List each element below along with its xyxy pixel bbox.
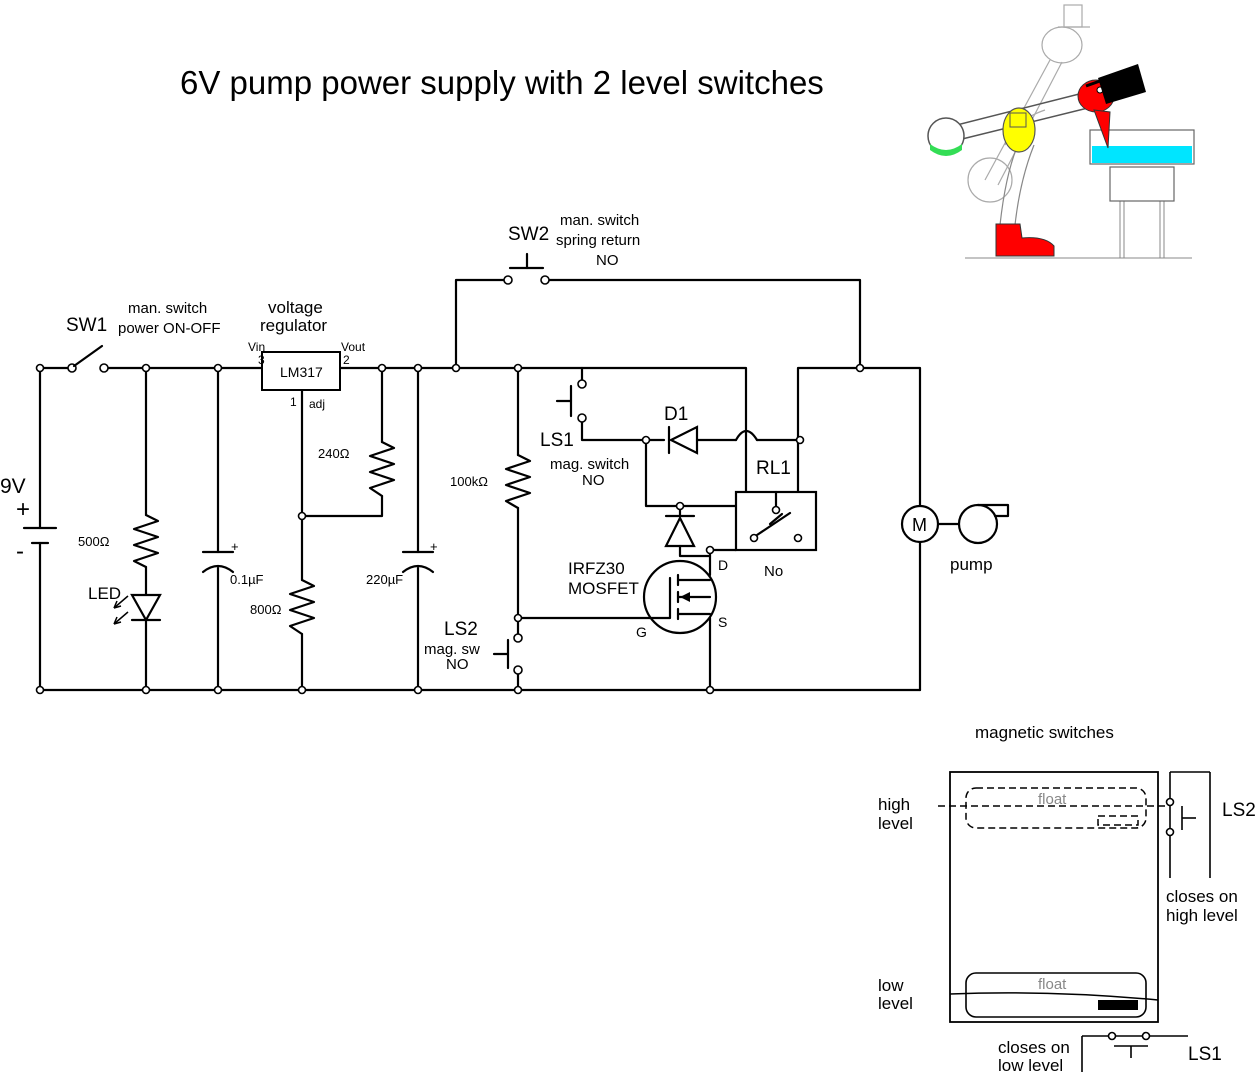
ls1-closes-1: closes on xyxy=(998,1038,1070,1057)
sw1-switch[interactable] xyxy=(67,344,109,373)
sw1-label: SW1 xyxy=(66,315,107,336)
ls1-desc-2: NO xyxy=(582,472,605,489)
lm317-part-label: LM317 xyxy=(280,364,323,380)
relay-label: RL1 xyxy=(756,458,791,479)
bird-hat xyxy=(1098,64,1146,104)
led-label: LED xyxy=(88,584,121,603)
mosfet-name-1: IRFZ30 xyxy=(568,559,625,578)
flyback-diode xyxy=(664,514,696,548)
c2-plus: + xyxy=(430,539,438,554)
pump-icon xyxy=(936,503,1010,545)
battery-plus-sign: + xyxy=(16,496,30,523)
vout-pin: 2 xyxy=(343,353,350,367)
motor-symbol: M xyxy=(912,515,927,535)
low-float-label: float xyxy=(1038,976,1067,993)
resistor-800 xyxy=(288,578,316,636)
capacitor-c1 xyxy=(201,550,235,574)
relay-rl1 xyxy=(734,490,818,552)
adj-pin: 1 xyxy=(290,395,297,409)
high-float-label: float xyxy=(1038,791,1067,808)
sw2-desc-3: NO xyxy=(596,252,619,269)
vin-label: Vin xyxy=(248,340,265,354)
high-level-label-2: level xyxy=(878,814,913,833)
ls2-desc-2: NO xyxy=(446,656,469,673)
mosfet-s-label: S xyxy=(718,614,727,630)
sw2-label: SW2 xyxy=(508,224,549,245)
resistor-100k xyxy=(504,453,532,510)
mosfet-irfz30 xyxy=(642,559,718,635)
capacitor-c2 xyxy=(401,550,435,574)
relay-type-label: No xyxy=(764,563,783,580)
resistor-800-label: 800Ω xyxy=(250,602,282,617)
junction-nodes xyxy=(35,363,865,695)
c1-plus: + xyxy=(231,539,239,554)
inset-title: magnetic switches xyxy=(975,723,1114,742)
drinking-bird-illustration xyxy=(927,4,1195,259)
wires xyxy=(38,278,922,692)
sw2-desc-1: man. switch xyxy=(560,212,639,229)
sw2-desc-2: spring return xyxy=(556,232,640,249)
low-level-label-2: level xyxy=(878,994,913,1013)
resistor-240 xyxy=(368,440,396,498)
diode-d1 xyxy=(667,425,699,455)
led-diode xyxy=(113,593,162,625)
c1-label: 0.1µF xyxy=(230,572,264,587)
diagram-title: 6V pump power supply with 2 level switch… xyxy=(180,64,824,101)
ls2-desc-1: mag. sw xyxy=(424,641,480,658)
ls1-reed-switch xyxy=(555,379,587,423)
sw2-pushbutton[interactable] xyxy=(503,252,550,285)
sw1-desc-2: power ON-OFF xyxy=(118,320,221,337)
water-fill xyxy=(1092,146,1192,163)
adj-label: adj xyxy=(309,397,325,411)
resistor-240-label: 240Ω xyxy=(318,446,350,461)
high-level-label-1: high xyxy=(878,795,910,814)
low-level-label-1: low xyxy=(878,976,904,995)
c2-label: 220µF xyxy=(366,572,403,587)
mosfet-g-label: G xyxy=(636,624,647,640)
mosfet-name-2: MOSFET xyxy=(568,579,639,598)
d1-label: D1 xyxy=(664,404,688,425)
magnetic-switches-inset xyxy=(938,771,1211,1072)
battery-voltage-label: 9V xyxy=(0,475,26,498)
ls2-reed-switch xyxy=(492,633,523,675)
ls2-label: LS2 xyxy=(444,619,478,640)
battery-9v xyxy=(22,526,58,545)
regulator-title-2: regulator xyxy=(260,316,327,335)
battery-minus-sign: - xyxy=(16,538,24,565)
sw1-desc-1: man. switch xyxy=(128,300,207,317)
inset-ls1-label: LS1 xyxy=(1188,1044,1222,1065)
ls2-closes-1: closes on xyxy=(1166,887,1238,906)
vout-label: Vout xyxy=(341,340,366,354)
regulator-title-1: voltage xyxy=(268,298,323,317)
lm317-regulator xyxy=(261,351,341,391)
inset-ls2-label: LS2 xyxy=(1222,800,1256,821)
mosfet-d-label: D xyxy=(718,557,728,573)
resistor-500-label: 500Ω xyxy=(78,534,110,549)
yellow-bulb xyxy=(1002,107,1036,153)
ls1-desc-1: mag. switch xyxy=(550,456,629,473)
ls1-closes-2: low level xyxy=(998,1056,1063,1075)
ls2-closes-2: high level xyxy=(1166,906,1238,925)
red-boot xyxy=(995,223,1055,257)
pump-label: pump xyxy=(950,555,993,574)
resistor-500 xyxy=(132,513,160,569)
ls1-label: LS1 xyxy=(540,430,574,451)
vin-pin: 3 xyxy=(258,353,265,367)
resistor-100k-label: 100kΩ xyxy=(450,474,488,489)
